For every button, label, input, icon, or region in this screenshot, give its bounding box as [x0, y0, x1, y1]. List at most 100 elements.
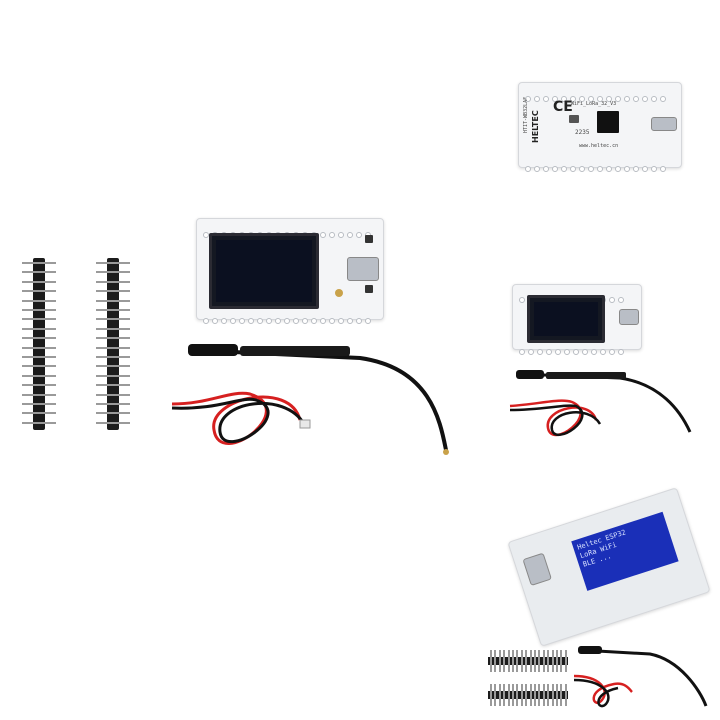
antenna-wire-large	[189, 348, 448, 451]
board-back-url: www.heltec.cn	[579, 143, 619, 149]
pin-hole	[642, 166, 648, 172]
pin-hole	[543, 96, 549, 102]
antenna-tube-small	[516, 370, 544, 379]
pin-hole	[591, 349, 597, 355]
header-pin	[498, 650, 501, 672]
pin-hole	[203, 232, 209, 238]
header-pin	[22, 271, 56, 274]
pin-hole	[570, 96, 576, 102]
pin-hole	[347, 232, 353, 238]
header-pin	[551, 650, 554, 672]
header-pin	[534, 684, 536, 706]
board-back-usb-c	[651, 117, 677, 131]
pin-hole	[633, 166, 639, 172]
antenna-body-large	[240, 346, 350, 356]
pin-hole	[534, 96, 540, 102]
header-pin	[529, 650, 532, 672]
pin-hole	[624, 166, 630, 172]
header-pin	[22, 299, 56, 302]
pin-hole	[347, 318, 353, 324]
pin-hole	[633, 96, 639, 102]
pin-hole	[525, 96, 531, 102]
pin-hole	[525, 166, 531, 172]
pin-hole	[293, 318, 299, 324]
pin-hole	[275, 318, 281, 324]
board-front-holes-bottom	[203, 309, 377, 324]
pin-hole	[552, 166, 558, 172]
header-pin	[96, 280, 130, 283]
board-back-date-code: 2235	[575, 129, 590, 136]
header-pin	[490, 684, 492, 706]
header-pin	[507, 684, 510, 706]
battery-wire-black-bottom	[573, 678, 619, 708]
pin-hole	[284, 318, 290, 324]
pin-hole	[543, 166, 549, 172]
pin-hole	[534, 166, 540, 172]
pin-hole	[356, 318, 362, 324]
header-pin	[520, 650, 523, 672]
board-back-holes-top	[525, 87, 675, 102]
ce-mark-icon: CE	[553, 99, 573, 115]
pin-header-bottom-1	[488, 650, 568, 672]
pin-header-right	[96, 258, 130, 430]
header-pin	[503, 650, 506, 672]
board-back-chip	[597, 111, 619, 133]
header-pin	[22, 280, 56, 283]
header-pin	[96, 318, 130, 321]
oled-display	[209, 233, 319, 309]
pin-hole	[230, 318, 236, 324]
board-front-large	[196, 218, 384, 324]
pin-hole	[552, 96, 558, 102]
battery-wire-black-small	[509, 404, 602, 437]
header-pin	[516, 650, 519, 672]
antenna-tube-bottom	[578, 646, 602, 654]
pin-hole	[311, 318, 317, 324]
header-pin	[96, 309, 130, 311]
pin-hole	[203, 318, 209, 324]
board-back-component-1	[569, 115, 579, 123]
pin-hole	[221, 318, 227, 324]
pin-hole	[615, 166, 621, 172]
header-pin	[556, 650, 558, 672]
usb-c-port-small	[619, 309, 639, 325]
header-pin	[96, 290, 130, 293]
header-pin	[22, 346, 56, 349]
board-back-view: HELTEC HTIT-WB32LAF CE WiFi_LoRa_32_V3 2…	[518, 82, 682, 172]
antenna-body-small	[546, 372, 626, 379]
header-pin	[96, 262, 130, 264]
pin-hole	[597, 166, 603, 172]
header-pin	[538, 684, 541, 706]
pin-hole	[257, 318, 263, 324]
board-small-holes-bottom	[519, 340, 635, 355]
ufl-connector-icon	[443, 449, 449, 455]
header-pin	[494, 650, 497, 672]
pin-hole	[302, 318, 308, 324]
header-pin	[96, 393, 130, 396]
header-pin	[96, 337, 130, 340]
prg-button	[365, 285, 373, 293]
header-bar	[488, 657, 568, 665]
pin-hole	[573, 349, 579, 355]
header-pin	[22, 403, 56, 405]
header-pin	[503, 684, 506, 706]
header-pin	[96, 403, 130, 405]
pin-hole	[546, 349, 552, 355]
pin-hole	[609, 297, 615, 303]
pin-hole	[329, 232, 335, 238]
pin-hole	[239, 318, 245, 324]
battery-wire-black-large	[171, 397, 306, 444]
header-pin	[525, 650, 528, 672]
header-pin	[560, 684, 563, 706]
board-back-version: WiFi_LoRa_32_V3	[571, 101, 617, 107]
header-pin	[96, 356, 130, 358]
header-pin	[96, 374, 130, 377]
header-pin	[22, 327, 56, 330]
battery-connector	[299, 419, 311, 429]
header-pin	[490, 650, 492, 672]
pin-hole	[609, 349, 615, 355]
header-pin	[22, 421, 56, 424]
header-pin	[538, 650, 541, 672]
pin-hole	[248, 318, 254, 324]
header-pin	[542, 650, 545, 672]
pin-hole	[588, 96, 594, 102]
